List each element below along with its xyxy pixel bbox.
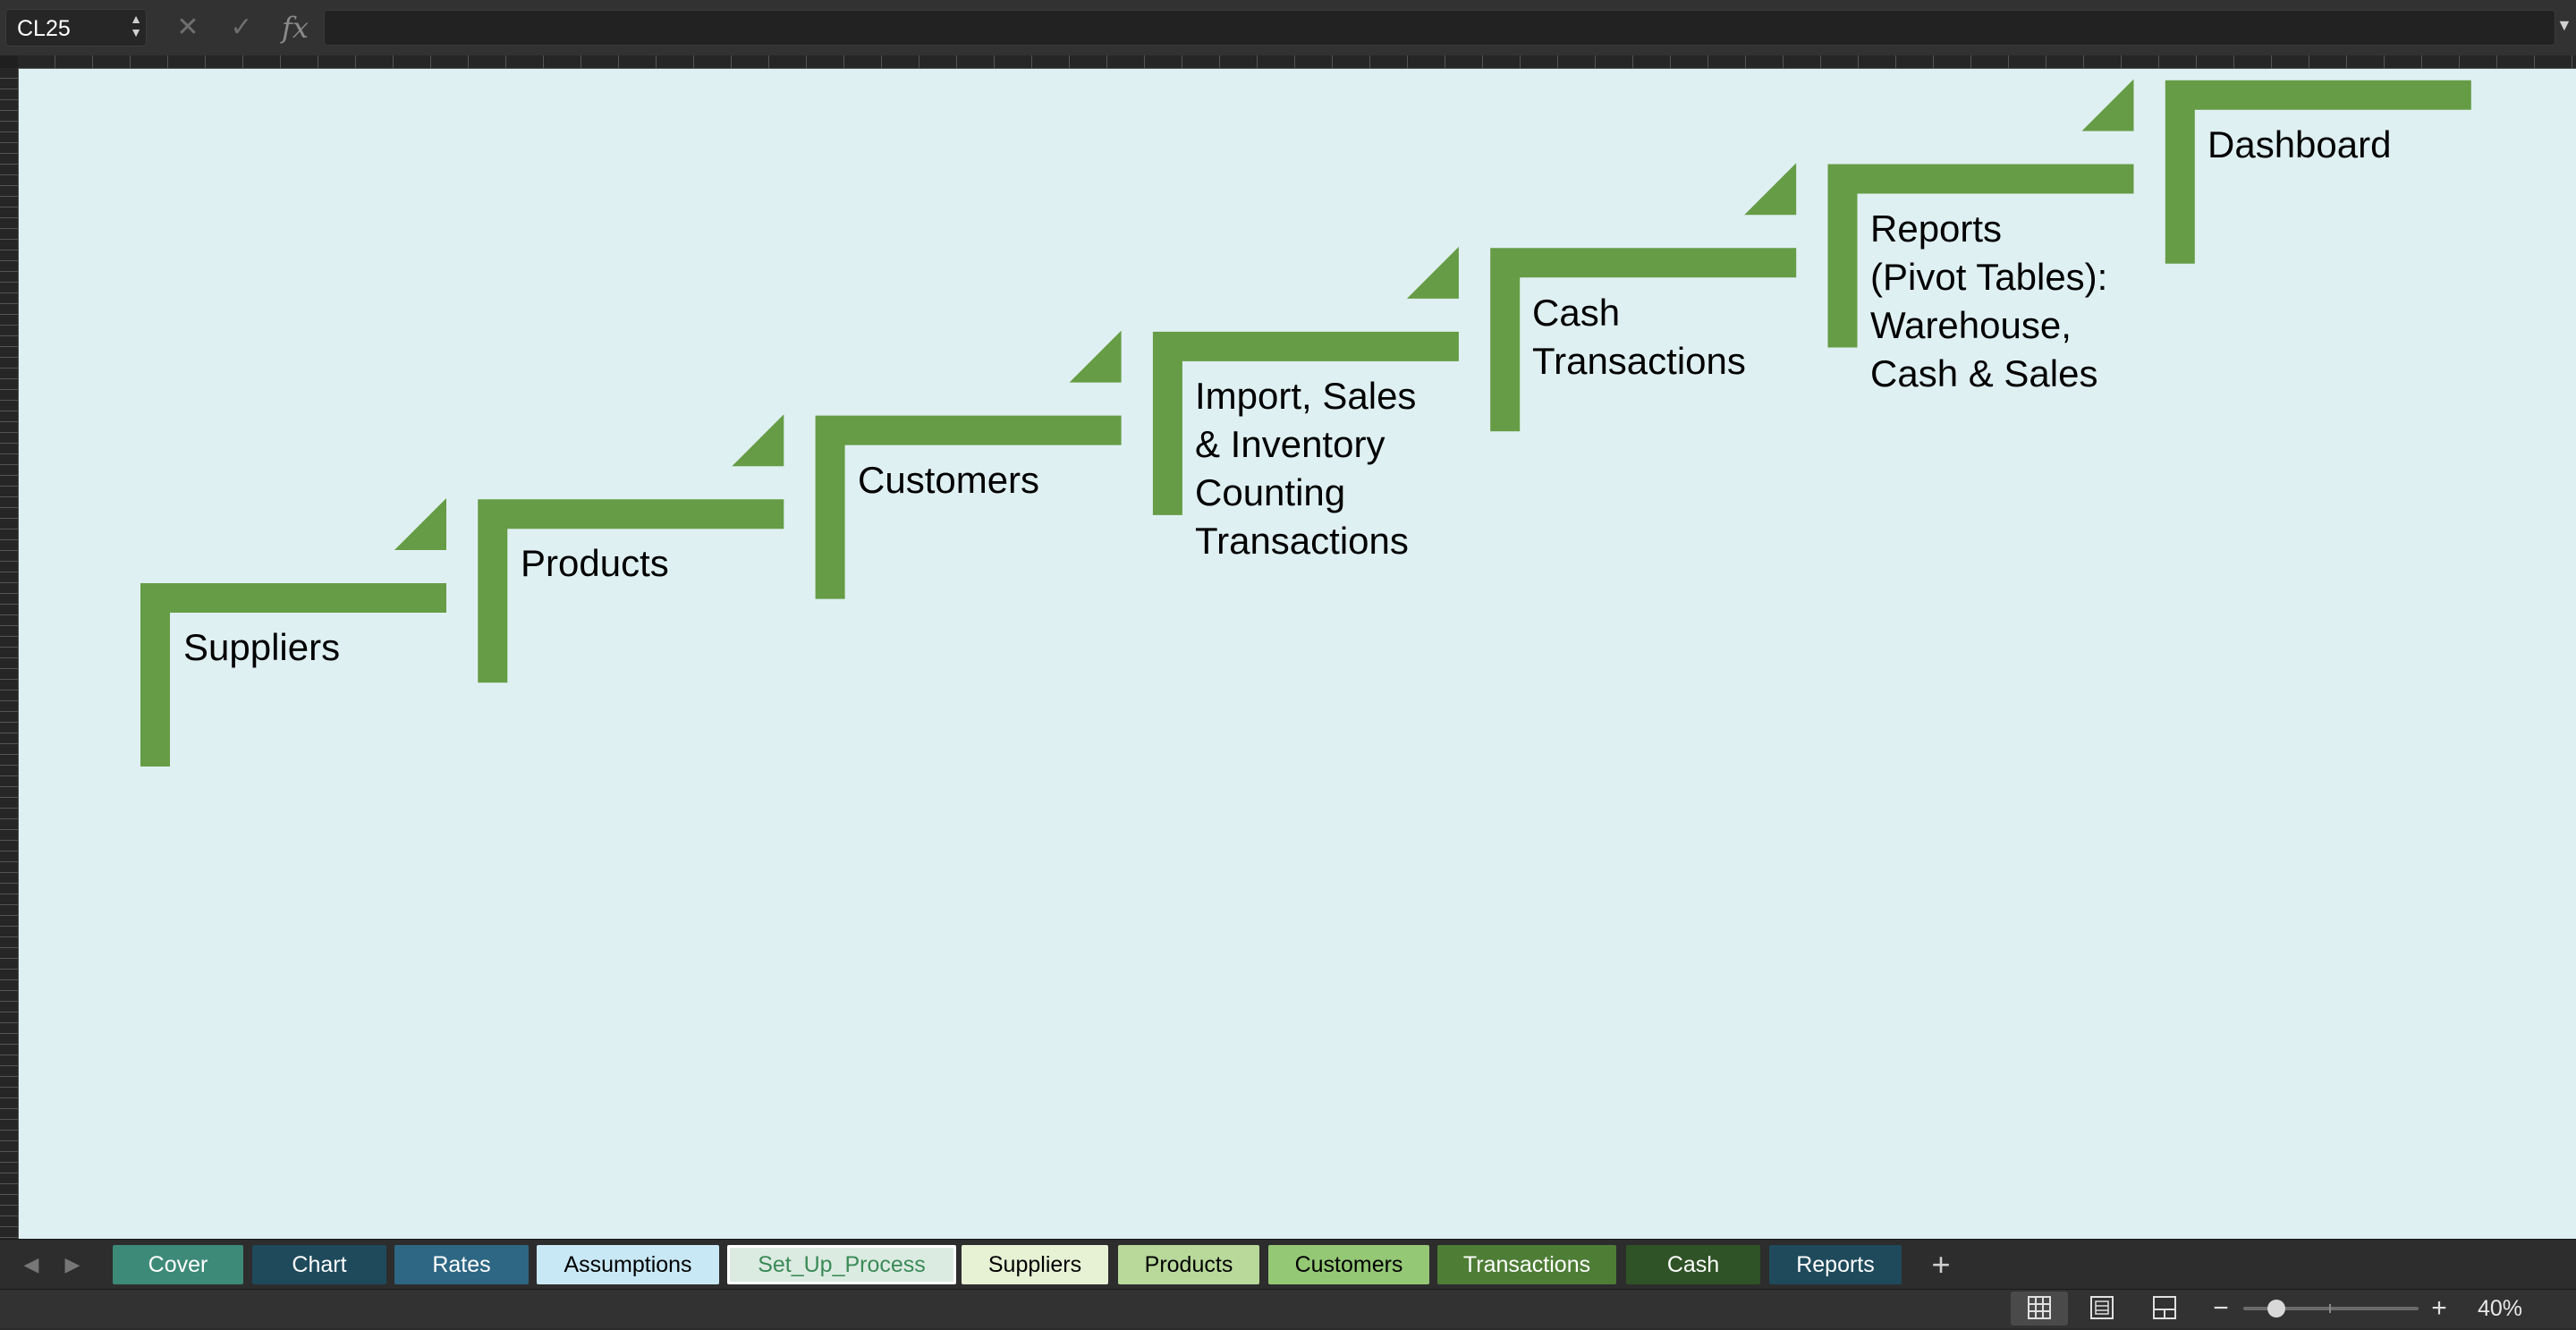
row-header[interactable] xyxy=(0,68,19,1239)
step-label-cash: Cash Transactions xyxy=(1532,292,1746,382)
step-arrow-products xyxy=(732,414,784,467)
grid-view-icon xyxy=(2028,1296,2051,1319)
name-box[interactable]: CL25 xyxy=(5,9,147,47)
checkmark-icon[interactable]: ✓ xyxy=(230,13,253,42)
chevron-down-icon[interactable]: ▼ xyxy=(2556,16,2572,34)
view-page-break-button[interactable] xyxy=(2136,1292,2193,1326)
plus-icon[interactable]: + xyxy=(1931,1246,1951,1283)
step-label-reports: Reports (Pivot Tables): Warehouse, Cash … xyxy=(1870,208,2108,394)
step-label-suppliers: Suppliers xyxy=(183,626,341,668)
sheet-tab-suppliers[interactable]: Suppliers xyxy=(962,1245,1108,1284)
step-shape-reports xyxy=(1827,164,2134,348)
sheet-tab-transactions[interactable]: Transactions xyxy=(1437,1245,1616,1284)
zoom-slider-thumb[interactable] xyxy=(2267,1300,2285,1317)
sheet-canvas[interactable]: Suppliers Products Customers Import, Sal… xyxy=(19,69,2576,1239)
step-label-products: Products xyxy=(521,542,669,584)
sheet-tab-rates[interactable]: Rates xyxy=(394,1245,529,1284)
process-diagram xyxy=(140,79,2471,767)
zoom-slider[interactable] xyxy=(2243,1307,2419,1310)
zoom-out-button[interactable]: − xyxy=(2213,1293,2229,1323)
page-layout-icon xyxy=(2090,1296,2114,1319)
step-arrow-transactions xyxy=(1406,246,1459,299)
sheet-tab-products[interactable]: Products xyxy=(1118,1245,1259,1284)
formula-input[interactable] xyxy=(324,10,2555,46)
step-arrow-cash xyxy=(1744,163,1797,216)
name-box-stepper-icon[interactable]: ▲▼ xyxy=(130,12,142,39)
formula-bar: CL25 ▲▼ ✕ ✓ fx ▼ xyxy=(0,0,2576,56)
step-shape-suppliers xyxy=(140,583,446,767)
sheet-tab-reports[interactable]: Reports xyxy=(1769,1245,1902,1284)
step-shape-transactions xyxy=(1152,331,1459,515)
tab-prev-button[interactable]: ◀ xyxy=(23,1253,39,1275)
step-shape-dashboard xyxy=(2165,80,2471,264)
tab-next-button[interactable]: ▶ xyxy=(64,1253,80,1275)
step-shape-customers xyxy=(815,415,1122,599)
view-normal-button[interactable] xyxy=(2011,1292,2068,1326)
sheet-tab-cash[interactable]: Cash xyxy=(1626,1245,1760,1284)
step-label-transactions: Import, Sales & Inventory Counting Trans… xyxy=(1195,375,1417,562)
sheet-tab-assumptions[interactable]: Assumptions xyxy=(537,1245,719,1284)
cancel-icon[interactable]: ✕ xyxy=(176,13,199,42)
step-label-dashboard: Dashboard xyxy=(2207,123,2392,165)
step-arrow-reports xyxy=(2081,79,2134,131)
view-page-layout-button[interactable] xyxy=(2073,1292,2131,1326)
page-break-icon xyxy=(2153,1296,2176,1319)
sheet-tab-customers[interactable]: Customers xyxy=(1268,1245,1429,1284)
step-shape-cash xyxy=(1490,248,1797,432)
step-arrow-suppliers xyxy=(394,498,446,550)
status-bar: − + 40% xyxy=(0,1289,2576,1328)
sheet-tab-set-up-process[interactable]: Set_Up_Process xyxy=(727,1245,956,1284)
step-shape-products xyxy=(478,499,784,683)
zoom-in-button[interactable]: + xyxy=(2431,1293,2447,1323)
step-arrow-customers xyxy=(1069,330,1122,383)
zoom-slider-tick xyxy=(2329,1304,2331,1313)
column-header-ticks xyxy=(18,55,2576,68)
fx-icon[interactable]: fx xyxy=(282,11,309,45)
select-all-button[interactable] xyxy=(0,55,18,68)
sheet-tab-cover[interactable]: Cover xyxy=(113,1245,243,1284)
sheet-tab-chart[interactable]: Chart xyxy=(252,1245,386,1284)
step-label-customers: Customers xyxy=(858,459,1040,501)
zoom-level[interactable]: 40% xyxy=(2478,1296,2523,1321)
